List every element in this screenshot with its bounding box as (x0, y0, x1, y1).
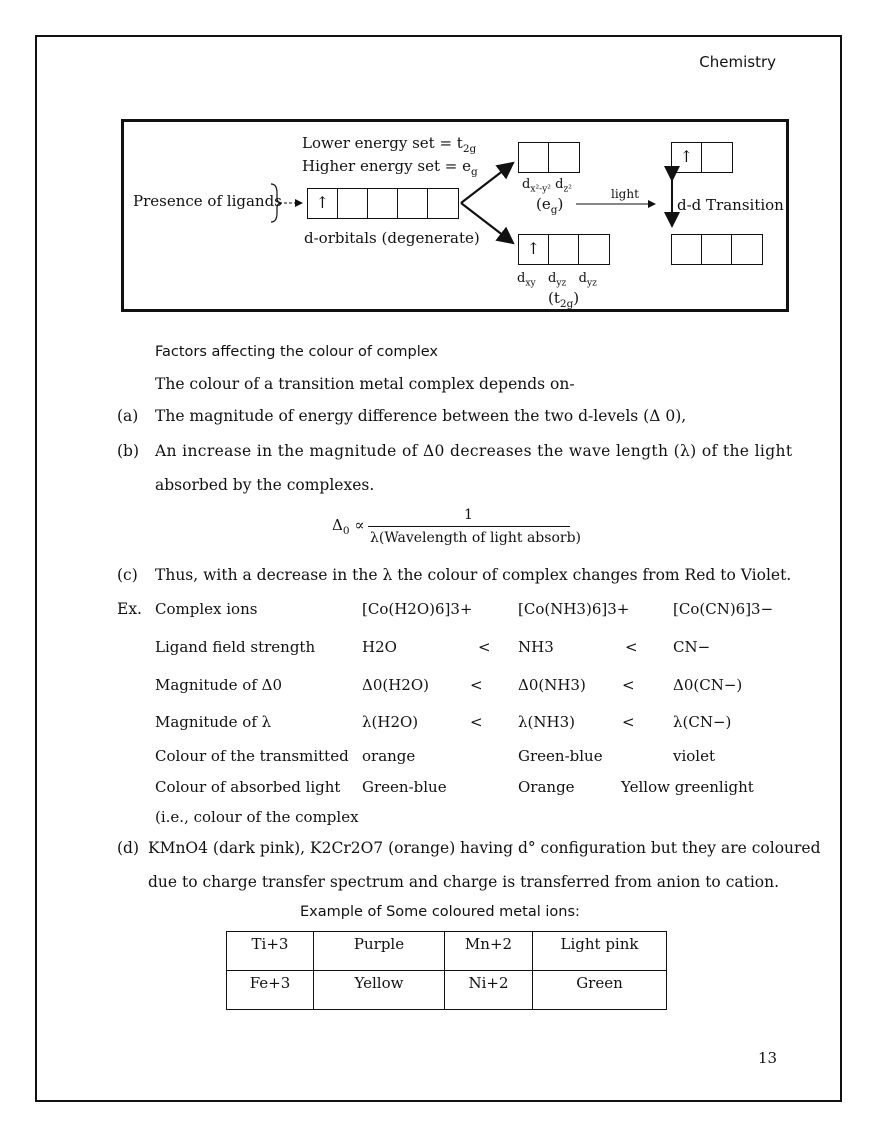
less-than-sign: < (622, 713, 635, 731)
ions-table-title: Example of Some coloured metal ions: (300, 904, 580, 920)
row-value: Green-blue (518, 747, 603, 765)
row-value: orange (362, 747, 416, 765)
row-value: [Co(NH3)6]3+ (518, 600, 630, 618)
orbital-box (398, 189, 428, 218)
formula-numerator: 1 (464, 507, 473, 523)
point-a-marker: (a) (117, 407, 139, 425)
table-cell: Green (532, 970, 667, 1010)
point-c-text: Thus, with a decrease in the λ the colou… (155, 566, 792, 584)
split-down-arrow (460, 202, 515, 245)
table-cell: Ti+3 (226, 931, 314, 971)
row-value: λ(CN−) (673, 713, 732, 731)
orbital-box: ↑ (519, 235, 549, 264)
row-value: H2O (362, 638, 397, 656)
degenerate-label: d-orbitals (degenerate) (304, 229, 480, 247)
row-value: Δ0(CN−) (673, 676, 743, 694)
point-d-marker: (d) (117, 839, 140, 857)
less-than-sign: < (625, 638, 638, 656)
row-value: [Co(CN)6]3− (673, 600, 774, 618)
intro-text: The colour of a transition metal complex… (155, 375, 575, 393)
row-label: Complex ions (155, 600, 258, 618)
table-row: Ti+3 Purple Mn+2 Light pink (226, 931, 667, 971)
point-b-text-line2: absorbed by the complexes. (155, 476, 375, 494)
table-cell: Fe+3 (226, 970, 314, 1010)
page-number: 13 (758, 1049, 778, 1067)
less-than-sign: < (470, 676, 483, 694)
row-value: Δ0(NH3) (518, 676, 586, 694)
point-c-marker: (c) (117, 566, 138, 584)
less-than-sign: < (470, 713, 483, 731)
table-cell: Ni+2 (444, 970, 533, 1010)
dd-transition-label: d-d Transition (677, 196, 784, 214)
table-cell: Yellow (313, 970, 445, 1010)
subject-header: Chemistry (699, 53, 776, 71)
row-value: Δ0(H2O) (362, 676, 430, 694)
orbital-box (368, 189, 398, 218)
excited-t2g-boxes (671, 234, 763, 265)
presence-of-ligands-label: Presence of ligands (133, 192, 282, 210)
row-value: λ(NH3) (518, 713, 575, 731)
formula-left: Δ0 ∝ (332, 516, 365, 537)
point-d-text-line2: due to charge transfer spectrum and char… (148, 873, 780, 891)
example-marker: Ex. (117, 600, 142, 618)
degenerate-orbital-boxes: ↑ (307, 188, 459, 219)
coloured-ions-table: Ti+3 Purple Mn+2 Light pink Fe+3 Yellow … (226, 931, 667, 1010)
row-value: Green-blue (362, 778, 447, 796)
row-label: Magnitude of λ (155, 713, 272, 731)
less-than-sign: < (622, 676, 635, 694)
row-label: Colour of absorbed light (155, 778, 341, 796)
lower-energy-label: Lower energy set = t2g (302, 134, 477, 155)
table-cell: Purple (313, 931, 445, 971)
orbital-box: ↑ (672, 143, 702, 172)
row-value: CN− (673, 638, 711, 656)
row-value: [Co(H2O)6]3+ (362, 600, 473, 618)
split-up-arrow (460, 161, 515, 204)
row-label: Magnitude of Δ0 (155, 676, 283, 694)
row-value: NH3 (518, 638, 554, 656)
point-a-text: The magnitude of energy difference betwe… (155, 407, 687, 425)
eg-orbital-boxes (518, 142, 580, 173)
orbital-box (672, 235, 702, 264)
point-b-marker: (b) (117, 442, 140, 460)
row-label: Ligand field strength (155, 638, 316, 656)
section-heading: Factors affecting the colour of complex (155, 344, 438, 360)
table-cell: Mn+2 (444, 931, 533, 971)
orbital-box (549, 235, 579, 264)
ligand-brace (270, 183, 283, 223)
point-d-text-line1: KMnO4 (dark pink), K2Cr2O7 (orange) havi… (148, 839, 821, 857)
page-frame (35, 35, 842, 1102)
fraction-line (368, 526, 570, 527)
orbital-box (519, 143, 549, 172)
table-row: Fe+3 Yellow Ni+2 Green (226, 970, 667, 1010)
row-value: Orange (518, 778, 575, 796)
row-label: (i.e., colour of the complex (155, 808, 359, 826)
t2g-label: (t2g) (548, 289, 580, 310)
row-value: violet (673, 747, 716, 765)
excited-eg-boxes: ↑ (671, 142, 733, 173)
point-b-text-line1: An increase in the magnitude of Δ0 decre… (155, 442, 793, 460)
diagram-arrows (270, 161, 680, 245)
t2g-orbital-boxes: ↑ (518, 234, 610, 265)
eg-orbital-names: dx²-y² dz² (522, 177, 572, 195)
t2g-orbital-names: dxy dyz dyz (517, 271, 597, 289)
row-label: Colour of the transmitted (155, 747, 349, 765)
light-label: light (611, 187, 639, 201)
formula-denominator: λ(Wavelength of light absorb) (370, 530, 581, 546)
eg-label: (eg) (536, 195, 564, 216)
row-value: Yellow greenlight (621, 778, 754, 796)
orbital-box (702, 235, 732, 264)
table-cell: Light pink (532, 931, 667, 971)
orbital-box (338, 189, 368, 218)
row-value: λ(H2O) (362, 713, 419, 731)
orbital-box: ↑ (308, 189, 338, 218)
less-than-sign: < (478, 638, 491, 656)
higher-energy-label: Higher energy set = eg (302, 157, 478, 178)
crystal-field-diagram (121, 119, 789, 312)
